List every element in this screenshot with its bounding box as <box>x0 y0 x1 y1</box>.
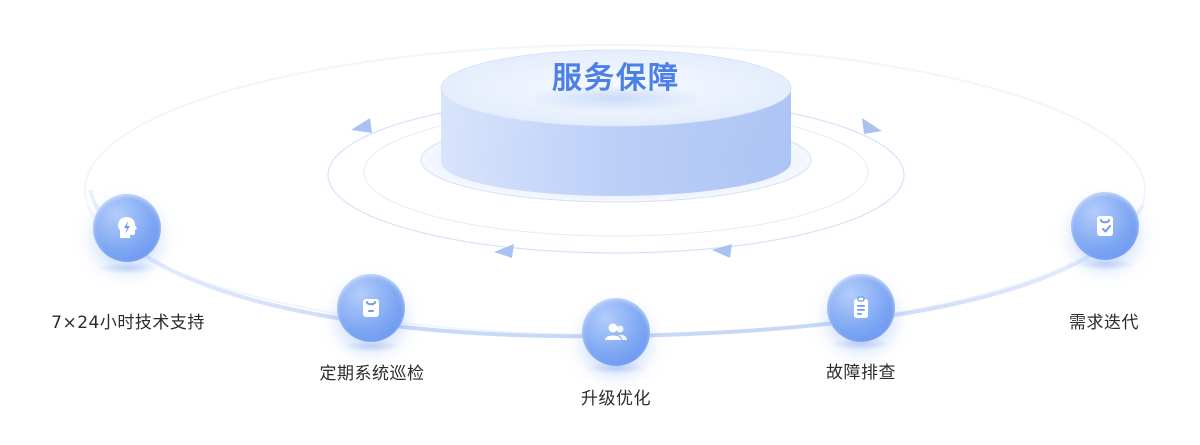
bag-icon <box>363 299 379 317</box>
node-system-inspection <box>337 274 405 342</box>
node-shadow <box>586 362 646 374</box>
node-requirements-iteration <box>1071 192 1139 260</box>
diagram-title: 服务保障 <box>552 61 680 96</box>
node-shadow <box>341 340 401 352</box>
checklist-icon <box>1097 216 1113 236</box>
ring-arrow-left <box>351 118 372 133</box>
lightning-head-icon <box>118 217 137 238</box>
ring-arrow-bottom-right <box>712 244 732 258</box>
title-glow <box>526 84 706 112</box>
node-tech-support <box>93 194 161 262</box>
node-shadow <box>97 262 157 274</box>
ring-arrow-bottom-left <box>494 244 514 258</box>
ring-arrow-right <box>862 118 882 134</box>
node-troubleshooting <box>827 274 895 342</box>
clipboard-icon <box>854 296 868 318</box>
node-label: 需求迭代 <box>1069 313 1139 333</box>
node-label: 故障排查 <box>826 363 896 383</box>
node-shadow <box>1075 258 1135 270</box>
node-shadow <box>831 338 891 350</box>
users-icon <box>605 323 627 340</box>
node-label: 定期系统巡检 <box>319 364 425 384</box>
node-upgrade <box>582 298 650 366</box>
node-label: 7×24小时技术支持 <box>51 313 205 333</box>
node-label: 升级优化 <box>581 389 651 409</box>
